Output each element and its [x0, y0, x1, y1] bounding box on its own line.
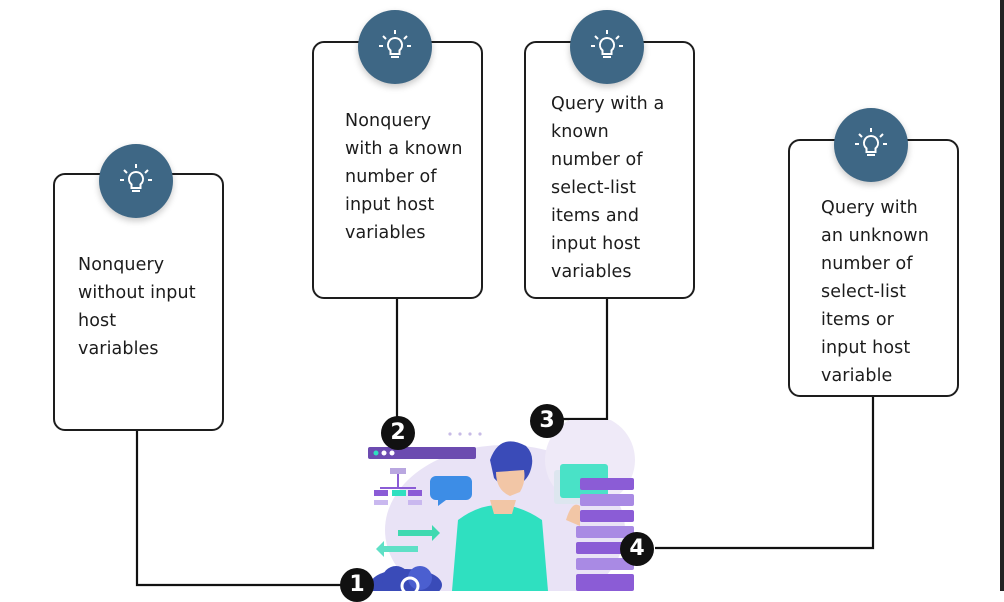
card-query-known-select-list: Query with a known number of select-list… — [524, 41, 695, 299]
lightbulb-icon-badge-1 — [99, 144, 173, 218]
card-4-line: select-list — [821, 282, 907, 302]
card-3-line: select-list — [551, 178, 637, 198]
card-1-text: Nonquery without input host variables — [78, 251, 196, 363]
card-3-line: Query with a — [551, 94, 665, 114]
card-3-line: known — [551, 122, 609, 142]
lightbulb-icon — [120, 164, 152, 192]
card-3-line: variables — [551, 262, 632, 282]
card-4-line: items or — [821, 310, 894, 330]
window-edge — [1000, 0, 1004, 591]
card-2-line: variables — [345, 223, 426, 243]
lightbulb-icon — [591, 30, 623, 58]
card-4-line: variable — [821, 366, 893, 386]
card-2-line: with a known — [345, 139, 463, 159]
card-4-line: Query with — [821, 198, 918, 218]
step-badge-1: 1 — [340, 568, 374, 602]
card-3-line: number of — [551, 150, 643, 170]
card-4-line: input host — [821, 338, 911, 358]
step-badge-2: 2 — [381, 416, 415, 450]
card-2-line: input host — [345, 195, 435, 215]
card-1-line: variables — [78, 339, 159, 359]
card-2-line: Nonquery — [345, 111, 432, 131]
connector-1 — [135, 428, 345, 587]
card-nonquery-known-inputs: Nonquery with a known number of input ho… — [312, 41, 483, 299]
lightbulb-icon-badge-2 — [358, 10, 432, 84]
lightbulb-icon-badge-4 — [834, 108, 908, 182]
card-3-text: Query with a known number of select-list… — [551, 90, 664, 286]
connector-4 — [655, 395, 875, 550]
step-badge-4: 4 — [620, 532, 654, 566]
card-1-line: without input — [78, 283, 196, 303]
connector-3 — [560, 297, 609, 421]
card-4-line: number of — [821, 254, 913, 274]
card-2-text: Nonquery with a known number of input ho… — [345, 107, 463, 247]
lightbulb-icon — [379, 30, 411, 58]
card-4-line: an unknown — [821, 226, 929, 246]
lightbulb-icon-badge-3 — [570, 10, 644, 84]
lightbulb-icon — [855, 128, 887, 156]
step-badge-3: 3 — [530, 404, 564, 438]
card-3-line: input host — [551, 234, 641, 254]
card-query-unknown-select-list: Query with an unknown number of select-l… — [788, 139, 959, 397]
card-2-line: number of — [345, 167, 437, 187]
card-3-line: items and — [551, 206, 640, 226]
card-1-line: host — [78, 311, 117, 331]
card-1-line: Nonquery — [78, 255, 165, 275]
card-4-text: Query with an unknown number of select-l… — [821, 194, 929, 390]
developer-with-servers-illustration — [368, 420, 635, 591]
